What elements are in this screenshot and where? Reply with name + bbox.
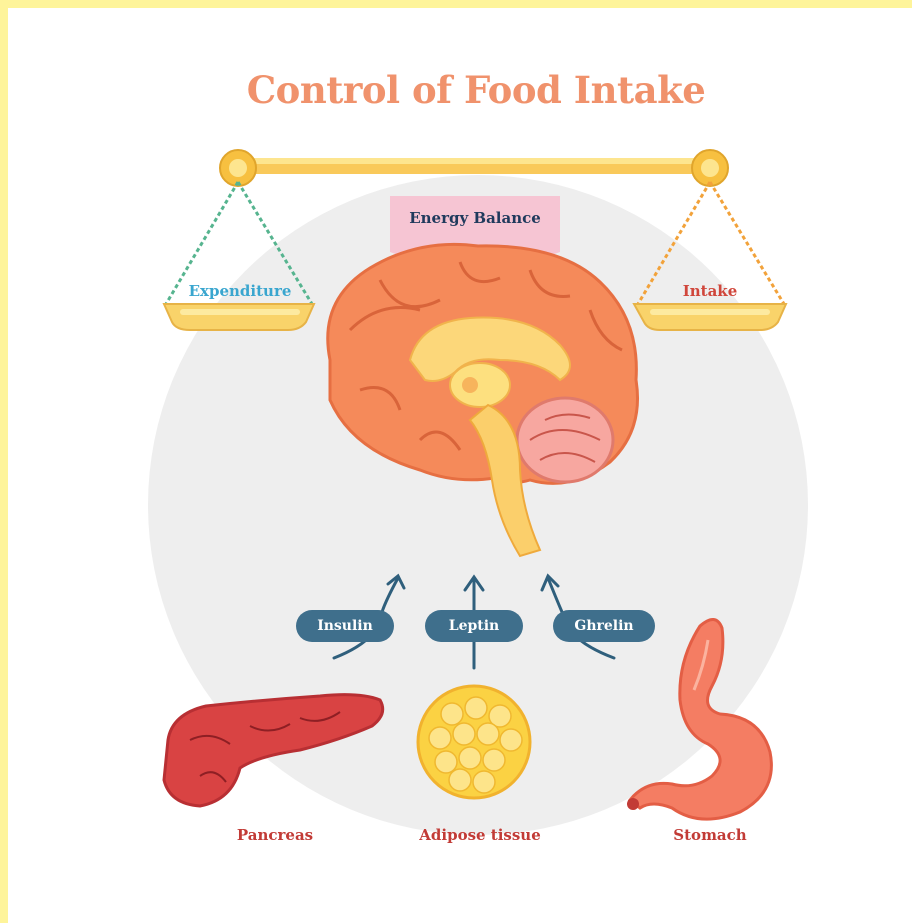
leptin-pill: Leptin: [425, 610, 523, 642]
adipose-illustration: [418, 686, 530, 798]
page-title: Control of Food Intake: [0, 68, 912, 112]
energy-balance-label: Energy Balance: [390, 209, 560, 227]
ghrelin-pill: Ghrelin: [553, 610, 655, 642]
adipose-tissue-label: Adipose tissue: [395, 826, 565, 844]
pancreas-label: Pancreas: [210, 826, 340, 844]
insulin-pill: Insulin: [296, 610, 394, 642]
intake-label: Intake: [640, 282, 780, 300]
stomach-label: Stomach: [645, 826, 775, 844]
expenditure-label: Expenditure: [160, 282, 320, 300]
